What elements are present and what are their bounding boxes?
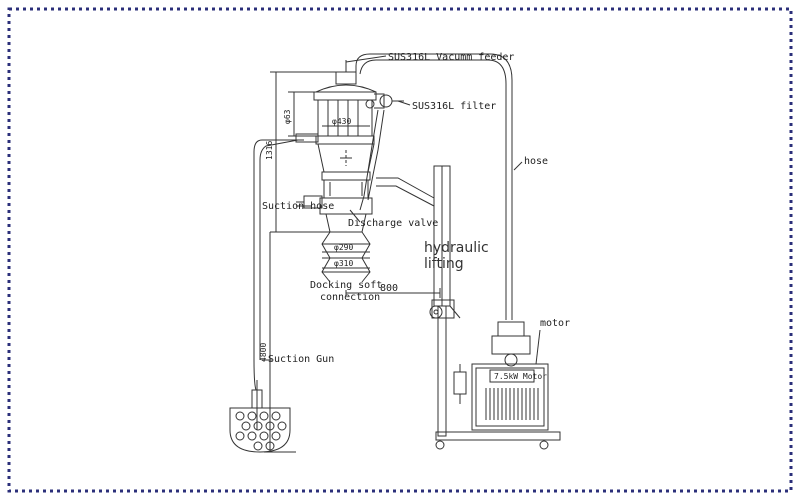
label-motor: motor: [540, 318, 570, 329]
label-docking-2: connection: [320, 292, 380, 303]
dim-d290: φ290: [334, 243, 353, 252]
motor-unit: [453, 321, 549, 431]
motor-nameplate: 7.5kW Motor: [494, 372, 547, 381]
material-drum: [229, 407, 291, 453]
motor-vent-grille: [485, 388, 539, 420]
dim-d310: φ310: [334, 259, 353, 268]
dotted-border: [7, 7, 793, 493]
trolley-base: [435, 431, 561, 450]
suction-hose-inner: [259, 139, 299, 360]
dim-d63: φ63: [283, 109, 292, 124]
dim-h1316: 1316: [265, 141, 274, 160]
dim-w800: 800: [380, 283, 398, 294]
label-vacuum-feeder: SUS316L Vacumm feeder: [388, 52, 514, 63]
leader-lines: [262, 55, 541, 365]
hydraulic-column: [376, 165, 461, 437]
filter-assembly: [359, 93, 404, 211]
inlet-fittings: [288, 133, 323, 209]
label-docking-1: Docking soft: [310, 280, 382, 291]
label-filter: SUS316L filter: [412, 101, 496, 112]
label-discharge-valve: Discharge valve: [348, 218, 438, 229]
motor-hose-inner: [359, 59, 507, 320]
label-suction-gun: Suction Gun: [268, 354, 334, 365]
label-suction-hose: Suction hose: [262, 201, 334, 212]
vacuum-feeder: [313, 60, 377, 233]
dim-h4800: 4800: [259, 343, 268, 362]
suction-hose: [253, 139, 304, 391]
docking-cylinder: [321, 231, 371, 283]
motor-hose: [355, 53, 513, 320]
label-hose: hose: [524, 156, 548, 167]
label-lifting: lifting: [424, 256, 464, 272]
dimension-lines: [264, 71, 441, 453]
dim-d430: φ430: [332, 117, 351, 126]
label-hydraulic: hydraulic: [424, 240, 489, 256]
